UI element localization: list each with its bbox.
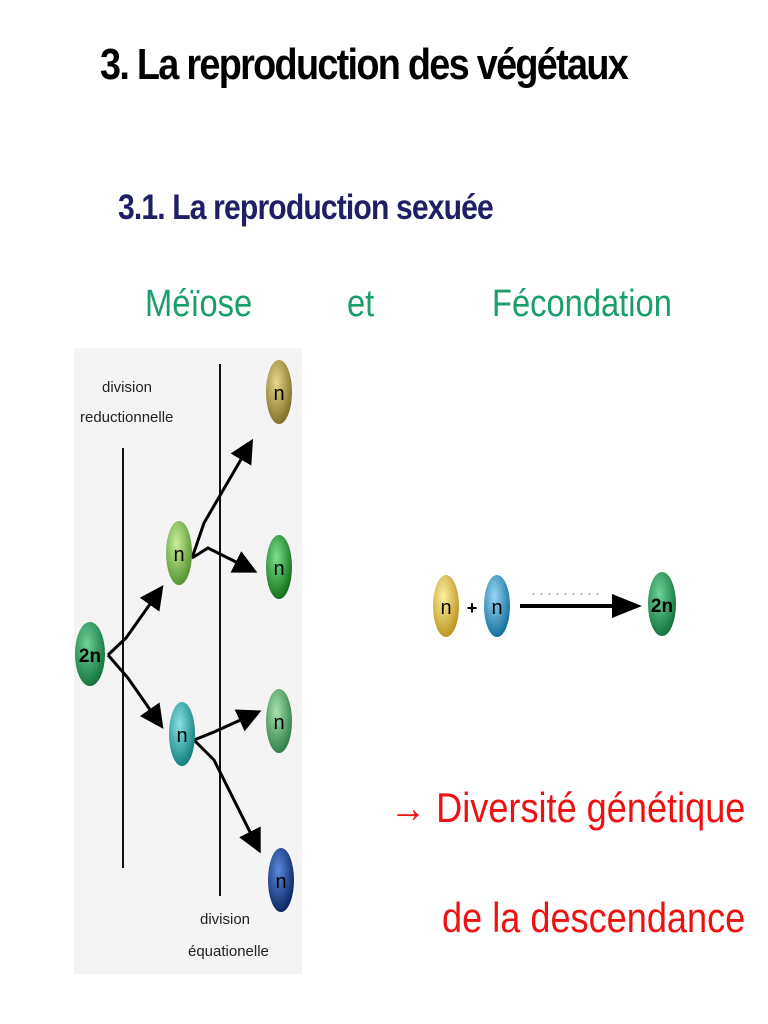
fec-cell-n-blue: n: [484, 575, 510, 637]
label-equationelle: équationelle: [188, 943, 269, 960]
cell-n-medgreen: n: [266, 689, 292, 753]
svg-text:2n: 2n: [651, 596, 673, 617]
svg-text:n: n: [273, 712, 284, 734]
conclusion-line-2: de la descendance: [442, 894, 746, 941]
arrow-to-navy-n: [192, 738, 261, 854]
conclusion-text-1: Diversité génétique: [436, 784, 746, 831]
meiosis-diagram: division reductionnelle division équatio…: [75, 360, 294, 960]
conclusion-line-1: → Diversité génétique: [390, 784, 745, 832]
et-label: et: [347, 283, 375, 325]
svg-text:n: n: [273, 383, 284, 405]
cell-n-upper: n: [166, 521, 192, 585]
section-subtitle: 3.1. La reproduction sexuée: [118, 188, 494, 227]
page-title: 3. La reproduction des végétaux: [100, 40, 629, 89]
plus-sign: +: [467, 598, 478, 618]
cell-n-olive: n: [266, 360, 292, 424]
cell-n-green: n: [266, 535, 292, 599]
svg-text:n: n: [440, 597, 451, 619]
fecondation-diagram: n + n 2n: [433, 572, 676, 637]
cell-n-lower: n: [169, 702, 195, 766]
svg-text:n: n: [273, 558, 284, 580]
svg-text:n: n: [173, 544, 184, 566]
arrow-to-green-n: [191, 546, 258, 573]
arrow-to-medgreen-n: [193, 709, 262, 742]
label-division-top: division: [102, 379, 152, 396]
svg-text:n: n: [275, 871, 286, 893]
fecondation-label: Fécondation: [492, 283, 672, 325]
fec-cell-2n: 2n: [648, 572, 676, 636]
fecondation-arrow: [520, 593, 642, 618]
cell-2n: 2n: [75, 622, 105, 686]
arrow-to-olive-n: [190, 438, 254, 559]
svg-text:2n: 2n: [79, 646, 101, 667]
label-reductionnelle: reductionnelle: [80, 409, 173, 426]
svg-text:n: n: [176, 725, 187, 747]
meiose-label: Méïose: [145, 283, 253, 325]
cell-n-navy: n: [268, 848, 294, 912]
right-arrow-icon: →: [390, 784, 427, 831]
fec-cell-n-yellow: n: [433, 575, 459, 637]
label-division-bottom: division: [200, 911, 250, 928]
svg-text:n: n: [491, 597, 502, 619]
arrow-to-upper-n: [106, 585, 164, 657]
arrow-to-lower-n: [106, 654, 164, 729]
